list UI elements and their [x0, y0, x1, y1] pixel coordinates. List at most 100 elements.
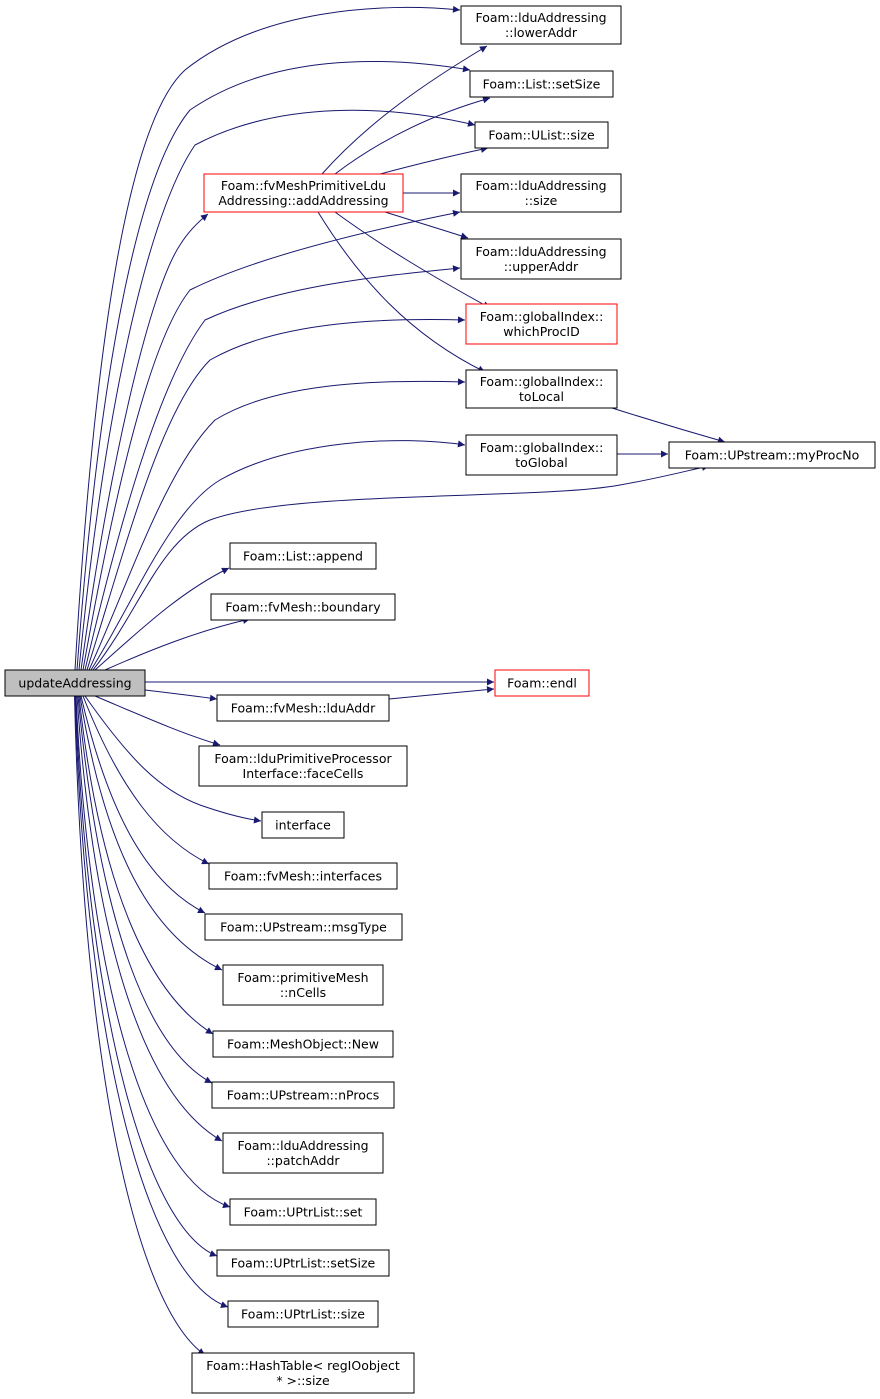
- node-label-line: Addressing::addAddressing: [218, 193, 388, 208]
- edge-fvmpla-lowerAddr: [321, 45, 488, 175]
- node-label-line: Foam::lduAddressing: [475, 178, 606, 193]
- node-label-line: Foam::HashTable< regIOobject: [206, 1358, 400, 1373]
- edge-path: [379, 146, 489, 175]
- node-endl[interactable]: Foam::endl: [494, 669, 590, 697]
- node-label-line: whichProcID: [503, 324, 579, 339]
- node-interface[interactable]: interface: [261, 811, 345, 839]
- node-mesh-object-new[interactable]: Foam::MeshObject::New: [212, 1030, 394, 1058]
- node-list-append[interactable]: Foam::List::append: [229, 542, 377, 570]
- edge-path: [388, 686, 495, 700]
- edge-fvmpla-listSetSize: [334, 96, 491, 175]
- node-box: [460, 173, 622, 213]
- edge-path: [88, 378, 466, 671]
- edge-root-toLocal: [88, 378, 466, 671]
- node-box: [460, 238, 622, 280]
- edge-path: [611, 407, 726, 444]
- edge-root-hashSize: [74, 695, 206, 1356]
- node-add-addressing[interactable]: Foam::fvMeshPrimitiveLduAddressing::addA…: [203, 173, 404, 213]
- edge-fvmpla-toLocal: [317, 211, 486, 373]
- edge-root-listSetSize: [76, 60, 471, 671]
- node-list-set-size[interactable]: Foam::List::setSize: [469, 70, 614, 98]
- node-box: [4, 669, 146, 697]
- node-ldu-upper-addr[interactable]: Foam::lduAddressing::upperAddr: [460, 238, 622, 280]
- node-label-line: Foam::UPtrList::size: [241, 1307, 365, 1322]
- node-box: [212, 1030, 394, 1058]
- edge-root-lduAddr: [144, 689, 218, 702]
- edge-path: [75, 695, 218, 1257]
- node-my-proc-no[interactable]: Foam::UPstream::myProcNo: [668, 441, 876, 469]
- edge-path: [78, 695, 214, 1035]
- node-label-line: ::patchAddr: [266, 1153, 340, 1168]
- node-fvmesh-interfaces[interactable]: Foam::fvMesh::interfaces: [208, 862, 398, 890]
- edge-path: [92, 464, 710, 671]
- node-uptrlist-size[interactable]: Foam::UPtrList::size: [227, 1300, 379, 1328]
- node-label-line: ::size: [525, 193, 558, 208]
- edge-fvmpla-upperAddr: [384, 211, 469, 240]
- nodes-layer: updateAddressing Foam::fvMeshPrimitiveLd…: [4, 5, 876, 1394]
- node-fvmesh-boundary[interactable]: Foam::fvMesh::boundary: [210, 593, 396, 621]
- node-box: [465, 303, 618, 345]
- node-box: [668, 441, 876, 469]
- node-box: [494, 669, 590, 697]
- node-fvmesh-ldu-addr[interactable]: Foam::fvMesh::lduAddr: [216, 694, 390, 722]
- edge-path: [90, 440, 466, 671]
- node-ulist-size[interactable]: Foam::UList::size: [474, 121, 609, 149]
- edge-root-nProcs: [77, 695, 213, 1084]
- node-ldu-size[interactable]: Foam::lduAddressing::size: [460, 173, 622, 213]
- node-n-cells[interactable]: Foam::primitiveMesh::nCells: [222, 964, 384, 1006]
- edge-root-uptrSet: [75, 695, 231, 1209]
- edge-path: [78, 109, 476, 671]
- node-which-proc-id[interactable]: Foam::globalIndex::whichProcID: [465, 303, 618, 345]
- node-label-line: toLocal: [519, 389, 564, 404]
- edge-root-toGlobal: [90, 440, 466, 671]
- node-ldu-lower-addr[interactable]: Foam::lduAddressing::lowerAddr: [460, 5, 622, 45]
- node-label-line: Foam::UPtrList::setSize: [231, 1256, 376, 1271]
- node-label-line: Foam::UPstream::msgType: [220, 920, 387, 935]
- node-box: [210, 593, 396, 621]
- node-hashtable-size[interactable]: Foam::HashTable< regIOobject* >::size: [191, 1352, 415, 1394]
- edge-path: [77, 695, 213, 1084]
- node-box: [229, 542, 377, 570]
- node-update-addressing[interactable]: updateAddressing: [4, 669, 146, 697]
- node-label-line: Foam::globalIndex::: [480, 440, 604, 455]
- node-uptrlist-set[interactable]: Foam::UPtrList::set: [229, 1198, 377, 1226]
- edges-layer: [74, 5, 726, 1356]
- node-face-cells[interactable]: Foam::lduPrimitiveProcessorInterface::fa…: [198, 745, 408, 787]
- edge-root-fvmpla: [80, 213, 209, 671]
- edge-path: [76, 60, 471, 671]
- node-box: [216, 1249, 390, 1277]
- node-label-line: Foam::lduAddressing: [475, 10, 606, 25]
- edge-path: [74, 695, 206, 1356]
- edge-fvmpla-whichProcID: [334, 211, 491, 309]
- node-label-line: ::lowerAddr: [505, 25, 578, 40]
- edge-lduAddr-endl: [388, 686, 495, 700]
- node-msg-type[interactable]: Foam::UPstream::msgType: [204, 913, 403, 941]
- edge-path: [94, 567, 230, 671]
- node-box: [474, 121, 609, 149]
- edge-path: [104, 617, 251, 671]
- edge-root-upperAddr: [84, 265, 461, 671]
- node-global-index-to-local[interactable]: Foam::globalIndex::toLocal: [465, 369, 618, 409]
- node-global-index-to-global[interactable]: Foam::globalIndex::toGlobal: [465, 434, 618, 476]
- node-box: [261, 811, 345, 839]
- edge-path: [84, 265, 461, 671]
- edge-toLocal-myProcNo: [611, 407, 726, 444]
- node-uptrlist-set-size[interactable]: Foam::UPtrList::setSize: [216, 1249, 390, 1277]
- node-box: [203, 173, 404, 213]
- edge-root-append: [94, 567, 230, 671]
- node-n-procs[interactable]: Foam::UPstream::nProcs: [211, 1081, 395, 1109]
- node-box: [465, 434, 618, 476]
- node-label-line: Foam::primitiveMesh: [237, 970, 368, 985]
- edge-root-ulistSize: [78, 109, 476, 671]
- edge-path: [334, 96, 491, 175]
- edge-path: [82, 695, 210, 865]
- edge-path: [84, 695, 262, 824]
- edge-root-msgType: [80, 695, 206, 914]
- node-box: [191, 1352, 415, 1394]
- node-label-line: Foam::globalIndex::: [480, 374, 604, 389]
- edge-root-myProcNo: [92, 464, 710, 671]
- node-label-line: Foam::fvMesh::interfaces: [224, 869, 382, 884]
- node-patch-addr[interactable]: Foam::lduAddressing::patchAddr: [222, 1132, 384, 1174]
- node-box: [222, 1132, 384, 1174]
